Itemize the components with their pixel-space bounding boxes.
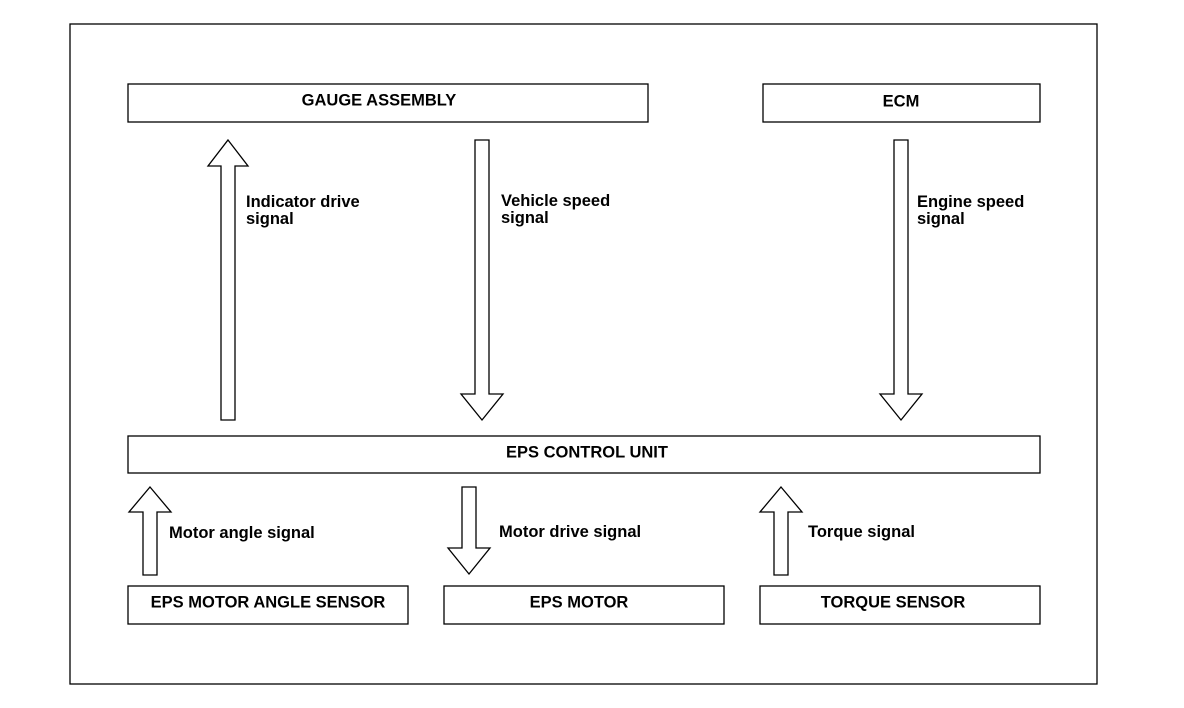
- eps-motor-angle-sensor-label: EPS MOTOR ANGLE SENSOR: [151, 593, 386, 611]
- gauge-assembly-block: GAUGE ASSEMBLY: [127, 83, 649, 123]
- vehicle-speed-arrow: [459, 139, 505, 422]
- motor-drive-signal-label: Motor drive signal: [499, 523, 641, 541]
- torque-sensor-label: TORQUE SENSOR: [821, 593, 966, 611]
- eps-motor-angle-sensor-block: EPS MOTOR ANGLE SENSOR: [127, 585, 409, 625]
- indicator-drive-arrow: [206, 138, 250, 421]
- eps-motor-label: EPS MOTOR: [530, 593, 629, 611]
- diagram-frame: [69, 23, 1098, 685]
- torque-sensor-block: TORQUE SENSOR: [759, 585, 1041, 625]
- engine-speed-arrow: [878, 139, 924, 422]
- eps-control-unit-label: EPS CONTROL UNIT: [506, 443, 668, 461]
- indicator-drive-signal-label: Indicator drive signal: [246, 193, 364, 228]
- torque-arrow: [758, 485, 804, 576]
- ecm-label: ECM: [883, 92, 920, 110]
- motor-drive-arrow: [446, 486, 492, 576]
- torque-signal-label: Torque signal: [808, 523, 915, 541]
- ecm-block: ECM: [762, 83, 1041, 123]
- motor-angle-arrow: [127, 485, 173, 576]
- vehicle-speed-signal-label: Vehicle speed signal: [501, 192, 615, 227]
- gauge-assembly-label: GAUGE ASSEMBLY: [302, 91, 457, 109]
- engine-speed-signal-label: Engine speed signal: [917, 193, 1029, 228]
- eps-control-unit-block: EPS CONTROL UNIT: [127, 435, 1041, 474]
- motor-angle-signal-label: Motor angle signal: [169, 524, 315, 542]
- eps-motor-block: EPS MOTOR: [443, 585, 725, 625]
